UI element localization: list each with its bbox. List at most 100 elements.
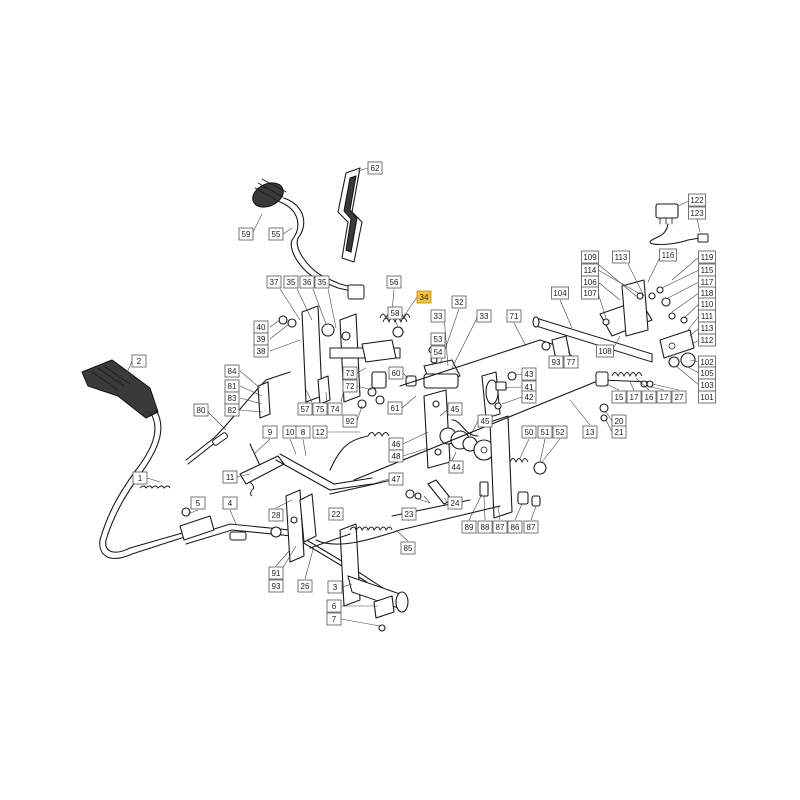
callout-53[interactable]: 53 [430, 332, 446, 346]
callout-13[interactable]: 13 [582, 425, 598, 439]
callout-43[interactable]: 43 [521, 367, 537, 381]
callout-23[interactable]: 23 [401, 507, 417, 521]
callout-5[interactable]: 5 [190, 496, 206, 510]
callout-122[interactable]: 122 [688, 193, 706, 207]
callout-50[interactable]: 50 [521, 425, 537, 439]
callout-57[interactable]: 57 [297, 402, 313, 416]
callout-20[interactable]: 20 [611, 414, 627, 428]
callout-86[interactable]: 86 [507, 520, 523, 534]
callout-37[interactable]: 37 [266, 275, 282, 289]
callout-46[interactable]: 46 [388, 437, 404, 451]
callout-119[interactable]: 119 [698, 250, 716, 264]
callout-74[interactable]: 74 [327, 402, 343, 416]
callout-87[interactable]: 87 [492, 520, 508, 534]
callout-83[interactable]: 83 [224, 391, 240, 405]
callout-15[interactable]: 15 [611, 390, 627, 404]
callout-8[interactable]: 8 [295, 425, 311, 439]
callout-89[interactable]: 89 [461, 520, 477, 534]
callout-71[interactable]: 71 [506, 309, 522, 323]
callout-110[interactable]: 110 [698, 297, 716, 311]
callout-109[interactable]: 109 [581, 250, 599, 264]
callout-33[interactable]: 33 [430, 309, 446, 323]
callout-113[interactable]: 113 [612, 250, 630, 264]
callout-123[interactable]: 123 [688, 206, 706, 220]
callout-17[interactable]: 17 [656, 390, 672, 404]
callout-87[interactable]: 87 [523, 520, 539, 534]
callout-21[interactable]: 21 [611, 425, 627, 439]
callout-11[interactable]: 11 [222, 470, 238, 484]
callout-115[interactable]: 115 [698, 263, 716, 277]
callout-91[interactable]: 91 [268, 566, 284, 580]
callout-32[interactable]: 32 [451, 295, 467, 309]
callout-92[interactable]: 92 [342, 414, 358, 428]
callout-93[interactable]: 93 [268, 579, 284, 593]
callout-84[interactable]: 84 [224, 364, 240, 378]
callout-104[interactable]: 104 [551, 286, 569, 300]
callout-88[interactable]: 88 [477, 520, 493, 534]
callout-112[interactable]: 112 [698, 333, 716, 347]
callout-44[interactable]: 44 [448, 460, 464, 474]
callout-117[interactable]: 117 [698, 275, 716, 289]
callout-85[interactable]: 85 [400, 541, 416, 555]
callout-75[interactable]: 75 [312, 402, 328, 416]
callout-24[interactable]: 24 [447, 496, 463, 510]
callout-9[interactable]: 9 [262, 425, 278, 439]
callout-52[interactable]: 52 [552, 425, 568, 439]
callout-72[interactable]: 72 [342, 379, 358, 393]
callout-51[interactable]: 51 [537, 425, 553, 439]
callout-34[interactable]: 34 [416, 290, 432, 304]
callout-73[interactable]: 73 [342, 366, 358, 380]
callout-60[interactable]: 60 [388, 366, 404, 380]
callout-28[interactable]: 28 [268, 508, 284, 522]
callout-2[interactable]: 2 [131, 354, 147, 368]
callout-80[interactable]: 80 [193, 403, 209, 417]
callout-6[interactable]: 6 [326, 599, 342, 613]
callout-77[interactable]: 77 [563, 355, 579, 369]
callout-59[interactable]: 59 [238, 227, 254, 241]
callout-58[interactable]: 58 [387, 306, 403, 320]
callout-7[interactable]: 7 [326, 612, 342, 626]
callout-114[interactable]: 114 [581, 263, 599, 277]
callout-101[interactable]: 101 [698, 390, 716, 404]
callout-47[interactable]: 47 [388, 472, 404, 486]
callout-35[interactable]: 35 [314, 275, 330, 289]
callout-45[interactable]: 45 [447, 402, 463, 416]
callout-111[interactable]: 111 [698, 309, 716, 323]
callout-22[interactable]: 22 [328, 507, 344, 521]
callout-55[interactable]: 55 [268, 227, 284, 241]
callout-61[interactable]: 61 [387, 401, 403, 415]
callout-17[interactable]: 17 [626, 390, 642, 404]
callout-54[interactable]: 54 [430, 345, 446, 359]
callout-103[interactable]: 103 [698, 378, 716, 392]
callout-81[interactable]: 81 [224, 379, 240, 393]
callout-105[interactable]: 105 [698, 366, 716, 380]
callout-39[interactable]: 39 [253, 332, 269, 346]
callout-4[interactable]: 4 [222, 496, 238, 510]
callout-82[interactable]: 82 [224, 403, 240, 417]
callout-106[interactable]: 106 [581, 275, 599, 289]
callout-16[interactable]: 16 [641, 390, 657, 404]
callout-56[interactable]: 56 [386, 275, 402, 289]
callout-93[interactable]: 93 [548, 355, 564, 369]
callout-33[interactable]: 33 [476, 309, 492, 323]
callout-107[interactable]: 107 [581, 286, 599, 300]
callout-102[interactable]: 102 [698, 355, 716, 369]
callout-48[interactable]: 48 [388, 449, 404, 463]
callout-26[interactable]: 26 [297, 579, 313, 593]
callout-62[interactable]: 62 [367, 161, 383, 175]
callout-108[interactable]: 108 [596, 344, 614, 358]
callout-40[interactable]: 40 [253, 320, 269, 334]
callout-1[interactable]: 1 [132, 471, 148, 485]
callout-38[interactable]: 38 [253, 344, 269, 358]
callout-118[interactable]: 118 [698, 286, 716, 300]
callout-3[interactable]: 3 [327, 580, 343, 594]
callout-35[interactable]: 35 [283, 275, 299, 289]
callout-116[interactable]: 116 [659, 248, 677, 262]
callout-113[interactable]: 113 [698, 321, 716, 335]
callout-27[interactable]: 27 [671, 390, 687, 404]
callout-12[interactable]: 12 [312, 425, 328, 439]
callout-45[interactable]: 45 [477, 414, 493, 428]
callout-36[interactable]: 36 [299, 275, 315, 289]
callout-42[interactable]: 42 [521, 390, 537, 404]
callout-10[interactable]: 10 [282, 425, 298, 439]
